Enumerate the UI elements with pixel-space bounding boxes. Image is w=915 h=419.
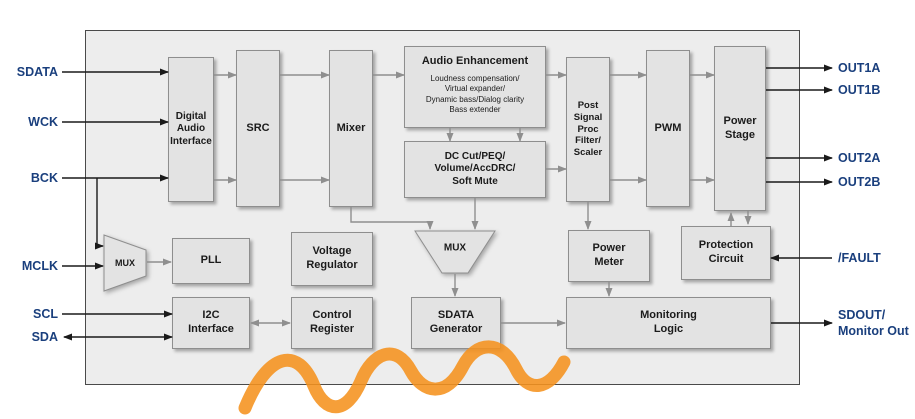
audio-enhancement-details: Loudness compensation/ Virtual expander/… (425, 73, 525, 114)
port-label-bck: BCK (30, 171, 58, 185)
mux-clock-trapezoid (103, 234, 147, 292)
block-post-signal-proc: Post Signal Proc Filter/ Scaler (566, 57, 610, 202)
block-voltage-regulator: Voltage Regulator (291, 232, 373, 286)
block-monitoring-logic: Monitoring Logic (566, 297, 771, 349)
port-label-sdata: SDATA (16, 65, 58, 79)
port-label-out2b: OUT2B (838, 175, 881, 189)
port-label-sda: SDA (31, 330, 58, 344)
block-mux-data: MUX (414, 230, 496, 274)
block-src: SRC (236, 50, 280, 207)
block-pll: PLL (172, 238, 250, 284)
port-label-scl: SCL (33, 307, 58, 321)
port-label-mclk: MCLK (21, 259, 58, 273)
block-digital-audio-interface: Digital Audio Interface (168, 57, 214, 202)
block-control-register: Control Register (291, 297, 373, 349)
block-dc-cut-peq-volume: DC Cut/PEQ/ Volume/AccDRC/ Soft Mute (404, 141, 546, 198)
port-label-wck: WCK (28, 115, 58, 129)
mux-data-trapezoid (414, 230, 496, 274)
block-pwm: PWM (646, 50, 690, 207)
block-sdata-generator: SDATA Generator (411, 297, 501, 349)
mux-clock-label: MUX (115, 258, 135, 268)
mux-data-label: MUX (443, 242, 467, 254)
block-mux-clock: MUX (103, 234, 147, 292)
block-i2c-interface: I2C Interface (172, 297, 250, 349)
port-label-out1a: OUT1A (838, 61, 881, 75)
block-power-stage: Power Stage (714, 46, 766, 211)
port-label-fault: /FAULT (838, 251, 881, 265)
block-mixer: Mixer (329, 50, 373, 207)
block-protection-circuit: Protection Circuit (681, 226, 771, 280)
port-label-out2a: OUT2A (838, 151, 881, 165)
block-audio-enhancement: Audio Enhancement Loudness compensation/… (404, 46, 546, 128)
block-power-meter: Power Meter (568, 230, 650, 282)
port-label-sdout: SDOUT/ Monitor Out (838, 308, 909, 338)
audio-enhancement-title: Audio Enhancement (421, 55, 529, 67)
port-label-out1b: OUT1B (838, 83, 881, 97)
